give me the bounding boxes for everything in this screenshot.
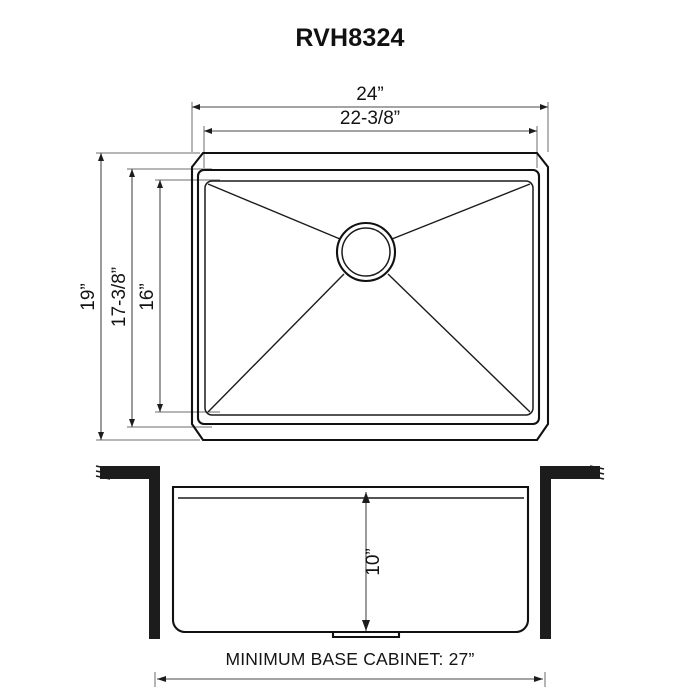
dim-label-left-inner-height: 16” <box>137 283 158 310</box>
dim-label-top-inner-width: 22-3/8” <box>340 108 400 129</box>
arrow-left-27 <box>157 676 166 682</box>
cabinet-wall-left <box>149 479 160 639</box>
break-hatch-left <box>95 465 111 480</box>
arrow-left-22-3-8 <box>204 128 212 134</box>
arrow-left-24 <box>192 104 200 110</box>
break-hatch-right <box>589 465 605 480</box>
slope-line-bottom-left <box>207 273 345 413</box>
arrow-bottom-19 <box>98 432 104 440</box>
dim-label-left-outer-height: 19” <box>78 283 99 310</box>
base-cabinet-label: MINIMUM BASE CABINET: 27” <box>225 649 474 669</box>
cabinet-wall-right <box>540 479 551 639</box>
drain-inner-ring <box>341 227 391 277</box>
arrow-right-27 <box>534 676 543 682</box>
sink-basin-bottom <box>204 180 534 416</box>
drain-outer-ring <box>335 221 397 283</box>
sink-front-section-view: 10” <box>95 465 605 639</box>
sink-top-view <box>190 151 550 442</box>
base-cabinet-dimension-group: MINIMUM BASE CABINET: 27” <box>154 649 546 687</box>
sink-basin-lip <box>196 168 541 426</box>
section-basin-outline <box>171 487 530 634</box>
arrow-top-10 <box>362 492 370 503</box>
page-title: RVH8324 <box>295 24 405 52</box>
left-dimension-group: 19” 17-3/8” 16” <box>78 152 220 441</box>
slope-line-top-right <box>391 183 531 240</box>
arrow-bottom-16 <box>157 404 163 412</box>
dim-label-top-outer-width: 24” <box>356 84 383 105</box>
countertop-left <box>100 466 160 479</box>
arrow-top-17-3-8 <box>129 169 135 177</box>
arrow-right-24 <box>540 104 548 110</box>
arrow-bottom-10 <box>362 620 370 631</box>
top-dimension-group: 24” 22-3/8” <box>191 84 549 168</box>
slope-line-top-left <box>207 183 341 240</box>
arrow-top-16 <box>157 180 163 188</box>
arrow-bottom-17-3-8 <box>129 419 135 427</box>
slope-line-bottom-right <box>387 273 531 413</box>
dim-label-left-middle-height: 17-3/8” <box>109 267 130 327</box>
section-drain-bump <box>331 632 401 639</box>
sink-outer-rim <box>190 151 550 442</box>
countertop-right <box>540 466 600 479</box>
dim-label-bowl-depth: 10” <box>363 548 384 575</box>
arrow-right-22-3-8 <box>529 128 537 134</box>
arrow-top-19 <box>98 153 104 161</box>
